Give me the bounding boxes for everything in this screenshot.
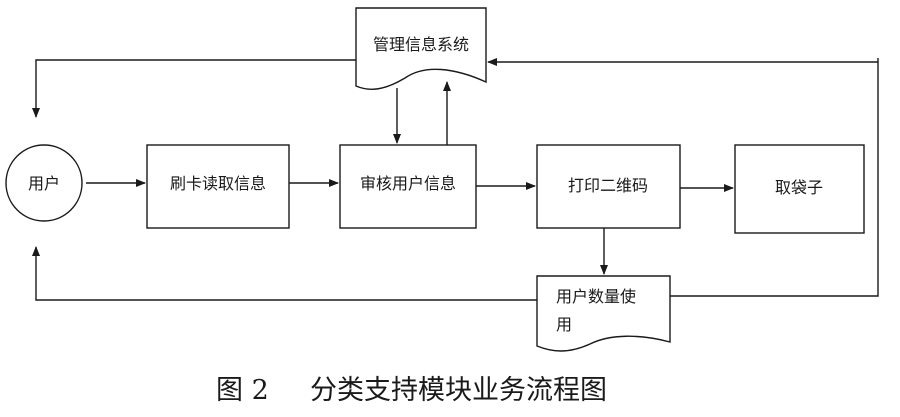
audit-user-label: 审核用户信息 <box>360 174 456 193</box>
print-qr-box <box>536 144 681 229</box>
print-qr-label: 打印二维码 <box>568 176 648 195</box>
usage-label-line2: 用 <box>556 315 572 334</box>
mis-document <box>355 7 487 90</box>
arrow-usage-to-user <box>32 246 537 301</box>
user-node <box>5 144 83 222</box>
figure-number: 图 2 <box>216 375 269 406</box>
usage-document <box>536 275 671 352</box>
arrow-mis-to-user <box>32 59 356 118</box>
figure-title: 分类支持模块业务流程图 <box>310 375 607 406</box>
swipe-card-label: 刷卡读取信息 <box>170 174 266 193</box>
user-label: 用户 <box>28 174 60 193</box>
usage-label-line1: 用户数量使 <box>556 287 636 306</box>
swipe-card-box <box>146 144 290 229</box>
arrow-usage-to-mis <box>670 58 879 297</box>
take-bag-box <box>734 144 865 234</box>
mis-label: 管理信息系统 <box>373 35 469 54</box>
take-bag-label: 取袋子 <box>775 178 823 197</box>
